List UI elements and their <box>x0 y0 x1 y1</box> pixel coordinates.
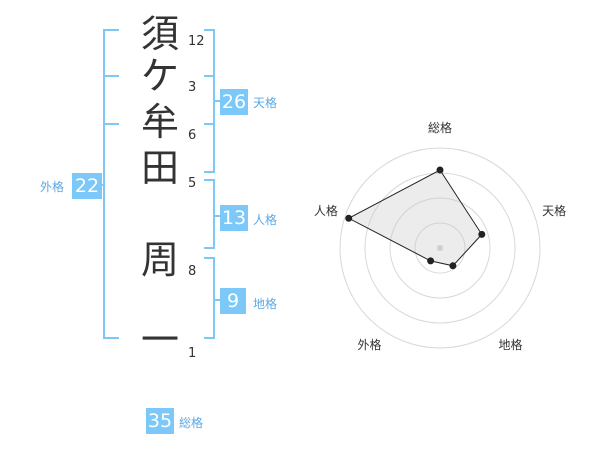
stroke-count-3: 6 <box>188 128 197 143</box>
radar-point-3 <box>449 262 457 270</box>
tenkaku-badge: 26 <box>220 89 248 115</box>
radar-polygon <box>347 169 483 267</box>
gaikaku-badge: 22 <box>72 173 102 199</box>
radar-point-2 <box>478 230 486 238</box>
radar-center-dot <box>437 245 443 251</box>
soukaku-badge: 35 <box>146 408 174 434</box>
gaikaku-label: 外格 <box>40 180 65 194</box>
stroke-count-1: 12 <box>188 34 205 49</box>
name-char-1: 須 <box>140 12 179 56</box>
radar-axis-label-3: 地格 <box>498 337 522 352</box>
radar-axis-label-1: 総格 <box>428 120 452 135</box>
radar-axis-label-4: 外格 <box>357 337 381 352</box>
name-char-3: 牟 <box>140 100 179 144</box>
soukaku-label: 総格 <box>179 416 204 430</box>
radar-ring-2 <box>389 197 491 299</box>
radar-point-1 <box>436 166 444 174</box>
name-char-2: ケ <box>140 54 179 98</box>
radar-ring-4 <box>339 147 541 349</box>
tenkaku-label: 天格 <box>253 96 278 110</box>
chikaku-badge: 9 <box>220 288 246 314</box>
radar-ring-1 <box>414 222 466 274</box>
stroke-count-4: 5 <box>188 176 197 191</box>
name-char-6: 一 <box>140 318 179 362</box>
stroke-count-2: 3 <box>188 80 197 95</box>
radar-point-5 <box>345 214 353 222</box>
jinkaku-label: 人格 <box>253 213 278 227</box>
name-char-5: 周 <box>140 238 179 282</box>
chikaku-label: 地格 <box>253 297 278 311</box>
radar-axis-label-5: 人格 <box>314 203 338 218</box>
jinkaku-badge: 13 <box>220 205 248 231</box>
stroke-count-5: 8 <box>188 264 197 279</box>
name-char-4: 田 <box>140 146 179 190</box>
stroke-count-6: 1 <box>188 346 197 361</box>
radar-axis-label-2: 天格 <box>542 203 566 218</box>
radar-point-4 <box>427 257 435 265</box>
